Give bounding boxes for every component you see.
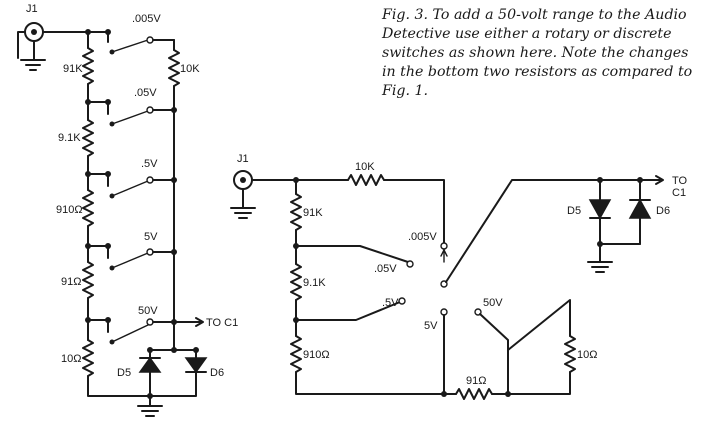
right-resistor-10k bbox=[347, 174, 385, 186]
left-label-output: TO C1 bbox=[206, 317, 238, 329]
left-label-50v: 50V bbox=[138, 305, 158, 317]
left-diodes bbox=[137, 347, 208, 417]
right-label-91: 91Ω bbox=[466, 375, 486, 387]
right-resistor-10 bbox=[564, 335, 576, 373]
left-label-10k: 10K bbox=[180, 63, 200, 75]
left-switches bbox=[85, 29, 204, 353]
left-label-d5: D5 bbox=[117, 367, 131, 379]
right-jack-label: J1 bbox=[237, 153, 249, 165]
right-label-91k: 91K bbox=[303, 207, 323, 219]
right-diode-d6 bbox=[628, 198, 652, 219]
left-resistor-9k1 bbox=[82, 119, 94, 157]
left-label-10: 10Ω bbox=[61, 353, 81, 365]
left-label-5v: 5V bbox=[144, 231, 158, 243]
left-label-91: 91Ω bbox=[61, 276, 81, 288]
left-resistor-10 bbox=[82, 339, 94, 377]
right-label-910: 910Ω bbox=[303, 349, 330, 361]
left-schematic: J1 bbox=[17, 3, 238, 417]
right-label-50v: 50V bbox=[483, 297, 503, 309]
left-ground-icon bbox=[137, 395, 163, 417]
left-jack-j1 bbox=[17, 22, 89, 71]
left-label-910: 910Ω bbox=[56, 204, 83, 216]
figure-caption: Fig. 3. To add a 50-volt range to the Au… bbox=[382, 7, 693, 99]
right-ground-icon bbox=[587, 243, 613, 273]
left-resistor-91 bbox=[82, 261, 94, 299]
right-label-5v: 5V bbox=[424, 320, 438, 332]
left-label-91k: 91K bbox=[63, 63, 83, 75]
right-label-9k1: 9.1K bbox=[303, 277, 326, 289]
left-resistor-10k bbox=[168, 49, 180, 87]
right-label-005v: .005V bbox=[408, 231, 437, 243]
left-diode-d6 bbox=[184, 357, 208, 374]
right-label-05v: .05V bbox=[374, 263, 397, 275]
right-label-5v-low: .5V bbox=[382, 297, 399, 309]
right-ladder bbox=[290, 179, 571, 400]
left-resistor-910 bbox=[82, 189, 94, 227]
left-resistor-91k bbox=[82, 47, 94, 85]
left-label-05v: .05V bbox=[134, 87, 157, 99]
left-jack-label: J1 bbox=[26, 3, 38, 15]
left-label-5v-low: .5V bbox=[141, 158, 158, 170]
right-jack-j1 bbox=[230, 170, 349, 219]
left-label-005v: .005V bbox=[132, 13, 161, 25]
left-diode-d5 bbox=[138, 356, 162, 373]
left-ladder bbox=[82, 31, 177, 397]
left-label-d6: D6 bbox=[210, 367, 224, 379]
right-schematic: J1 bbox=[230, 153, 688, 400]
right-label-10: 10Ω bbox=[577, 349, 597, 361]
right-label-10k: 10K bbox=[355, 161, 375, 173]
right-label-d5: D5 bbox=[567, 205, 581, 217]
right-label-c1: C1 bbox=[672, 187, 686, 199]
right-diodes bbox=[587, 177, 652, 273]
right-resistor-91 bbox=[455, 388, 493, 400]
left-label-9k1: 9.1K bbox=[58, 132, 81, 144]
right-label-d6: D6 bbox=[656, 205, 670, 217]
right-label-to: TO bbox=[672, 175, 688, 187]
right-diode-d5 bbox=[588, 199, 612, 220]
right-rotary-switch bbox=[295, 175, 664, 395]
